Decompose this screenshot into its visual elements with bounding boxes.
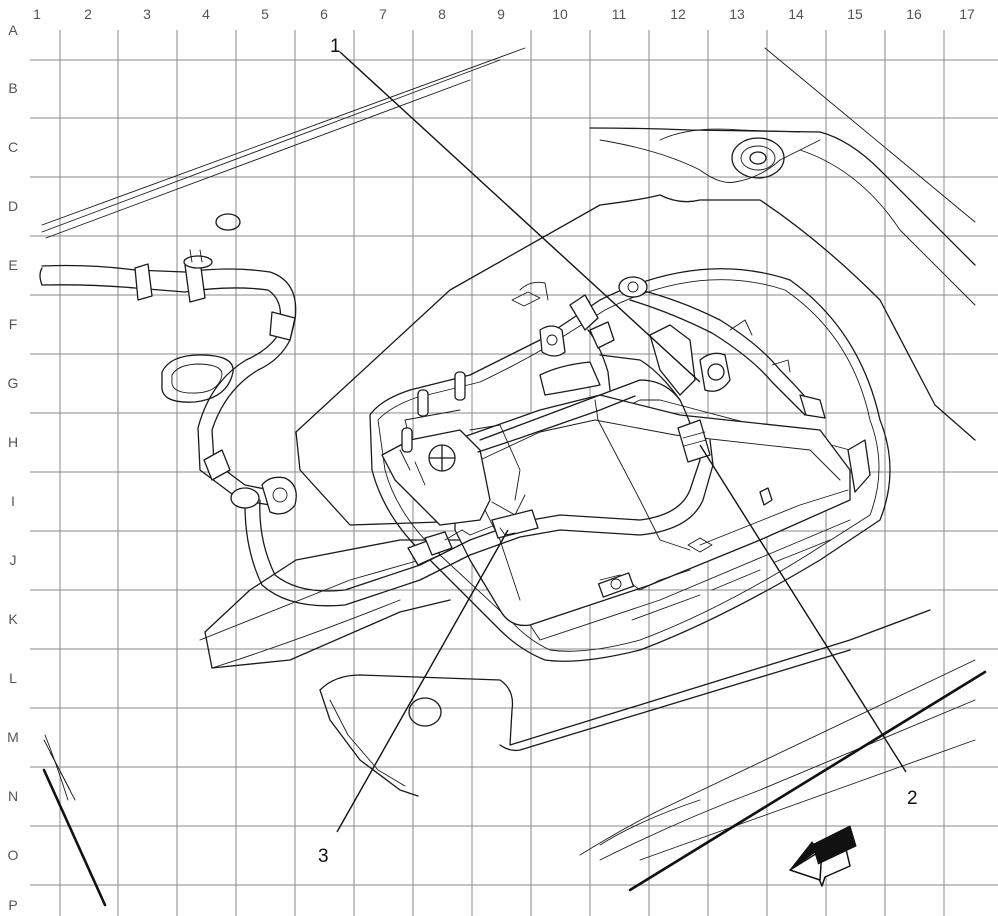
- grid-column-label: 17: [959, 6, 975, 22]
- grid-column-label: 9: [497, 6, 505, 22]
- grid-column-label: 11: [612, 6, 627, 22]
- grid-column-label: 14: [788, 6, 804, 22]
- grid-column-label: 7: [379, 6, 387, 22]
- grid-row-label: J: [10, 552, 17, 568]
- positive-cable-harness: [39, 249, 773, 607]
- negative-cable-and-terminals: [539, 276, 871, 493]
- forward-direction-arrow-icon: [789, 825, 857, 887]
- battery-hold-down: [381, 371, 526, 526]
- grid-column-label: 16: [906, 6, 922, 22]
- grid-row-label: E: [8, 257, 17, 273]
- battery-tray: [199, 194, 987, 892]
- grid-row-label: C: [8, 139, 18, 155]
- grid-row-labels: A B C D E F G H I J K L M N O P: [7, 22, 19, 913]
- callout-labels: 1 2 3: [318, 36, 918, 867]
- grid-column-label: 6: [320, 6, 328, 22]
- grid-row-label: I: [11, 493, 15, 509]
- grid-row-label: B: [8, 80, 17, 96]
- grid-row-label: K: [8, 611, 18, 627]
- grid-row-label: M: [7, 729, 19, 745]
- battery: [454, 394, 851, 641]
- grid-column-label: 13: [729, 6, 745, 22]
- grid-column-label: 8: [438, 6, 446, 22]
- lower-left-trim: [42, 734, 107, 907]
- grid-column-label: 2: [84, 6, 92, 22]
- callout-3: 3: [318, 846, 329, 867]
- grid-column-label: 3: [143, 6, 151, 22]
- grid-row-label: A: [8, 22, 18, 38]
- grid-column-label: 15: [847, 6, 863, 22]
- grid-column-label: 12: [670, 6, 686, 22]
- grid-column-label: 1: [33, 6, 41, 22]
- grid-row-label: G: [8, 375, 19, 391]
- callout-2: 2: [907, 788, 918, 809]
- grid-row-label: H: [8, 434, 18, 450]
- grid-row-label: D: [8, 198, 18, 214]
- grid-column-label: 5: [261, 6, 269, 22]
- callout-1: 1: [330, 36, 341, 57]
- grid-row-label: N: [8, 788, 18, 804]
- grid-column-label: 10: [552, 6, 568, 22]
- grid-row-label: P: [8, 897, 17, 913]
- grid-row-label: F: [9, 316, 18, 332]
- callout-leaders: [336, 51, 907, 833]
- grid-row-label: L: [9, 670, 17, 686]
- grid-row-label: O: [8, 847, 19, 863]
- vehicle-body-panels: [41, 47, 976, 403]
- grid-column-label: 4: [202, 6, 210, 22]
